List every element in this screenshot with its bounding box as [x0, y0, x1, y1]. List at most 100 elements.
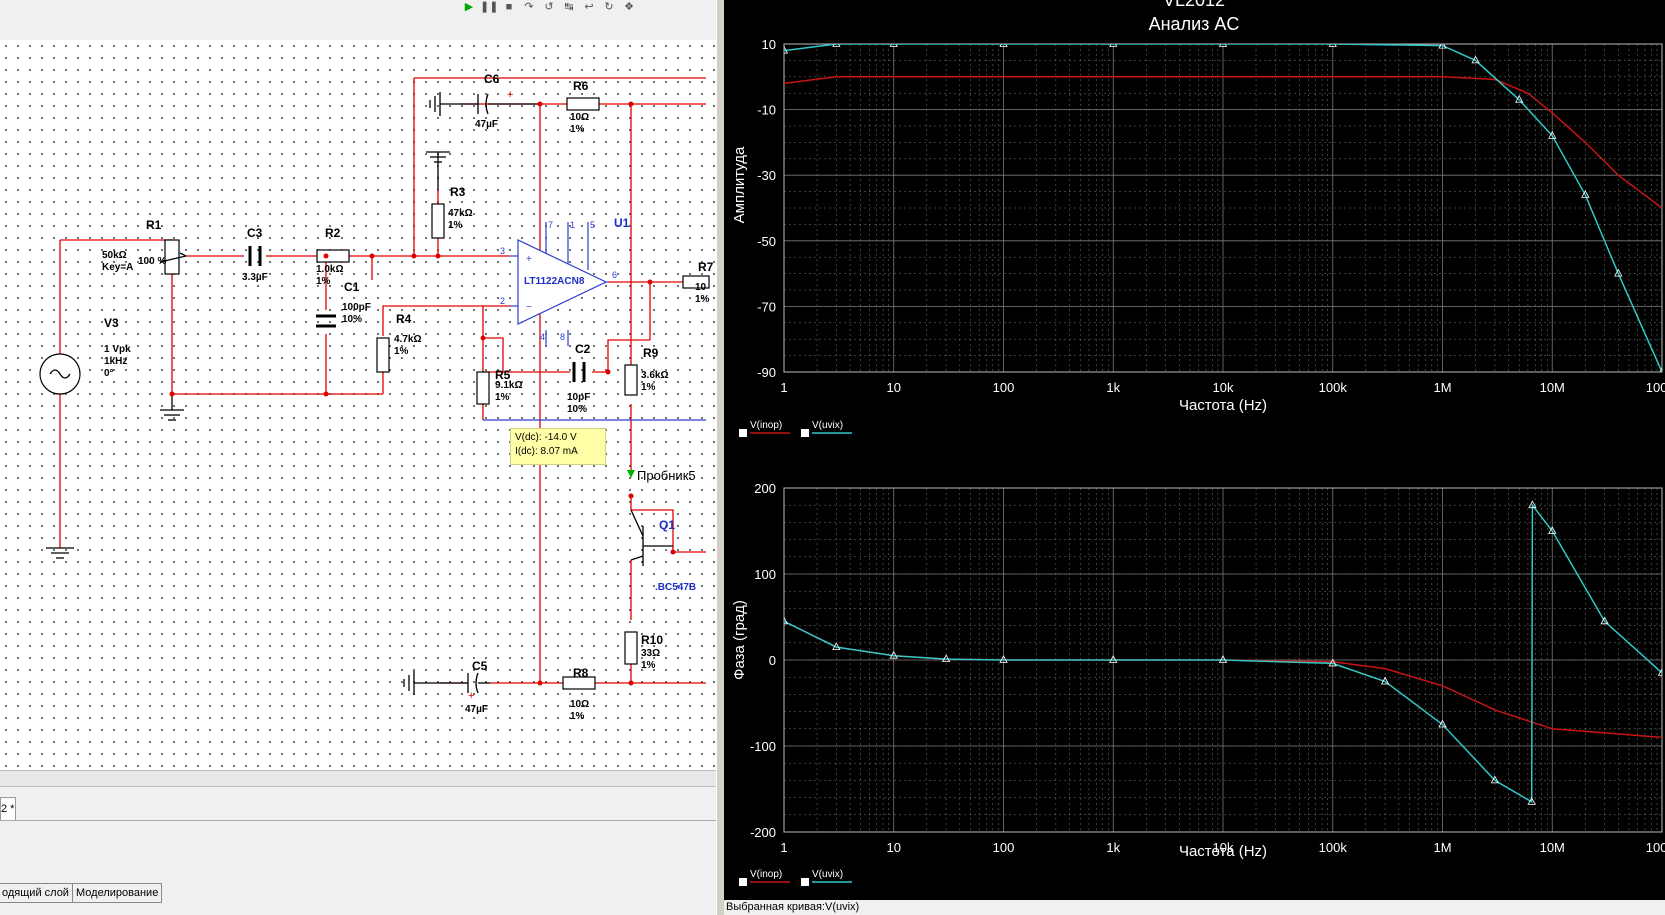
- x-tick-label: 100k: [1319, 840, 1348, 855]
- x-tick-label: 100M: [1646, 840, 1665, 855]
- x-tick-label: 10M: [1540, 380, 1565, 395]
- r6-ref: R6: [573, 79, 589, 93]
- u1-ref: U1: [614, 216, 630, 230]
- series-line-uvix[interactable]: [784, 503, 1662, 804]
- uvix-marker: [784, 45, 789, 54]
- x-tick-label: 10M: [1540, 840, 1565, 855]
- uvix-marker: [941, 654, 951, 663]
- legend-checkbox-uvix[interactable]: [801, 429, 809, 437]
- r2-tol: 1%: [316, 276, 331, 287]
- probe-label[interactable]: Пробник5: [637, 468, 696, 483]
- c3-value: 3.3µF: [242, 272, 268, 283]
- r4-ref: R4: [396, 312, 412, 326]
- c5-ref: C5: [472, 659, 488, 673]
- pin-8: 8: [560, 332, 566, 342]
- uvix-marker: [1548, 130, 1557, 139]
- step-out-icon[interactable]: ↩: [584, 1, 594, 13]
- r2-value: 1.0kΩ: [316, 264, 344, 275]
- r4-value: 4.7kΩ: [394, 334, 422, 345]
- reset-icon[interactable]: ↻: [604, 1, 614, 13]
- x-tick-label: 10: [887, 380, 901, 395]
- c6-value: 47µF: [475, 119, 498, 130]
- y-tick-label: -90: [757, 365, 776, 380]
- x-tick-label: 1k: [1106, 380, 1120, 395]
- uvix-marker: [1659, 367, 1662, 372]
- probe-readout: V(dc): -14.0 V I(dc): 8.07 mA: [510, 428, 606, 465]
- legend2-checkbox-uvix[interactable]: [801, 878, 809, 886]
- r1-value: 50kΩ: [102, 250, 127, 261]
- r6-tol: 1%: [570, 124, 585, 135]
- c1-value: 100pF: [342, 302, 371, 313]
- uvix-marker: [1218, 655, 1228, 663]
- uvix-marker: [1109, 655, 1118, 663]
- stop-icon[interactable]: ■: [505, 1, 513, 13]
- uvix-marker: [1490, 775, 1500, 784]
- x-tick-label: 100: [993, 380, 1015, 395]
- legend-checkbox-inop[interactable]: [739, 429, 747, 437]
- r8-value: 10Ω: [570, 699, 590, 710]
- schematic-window: ▶ ❚❚ ■ ↷ ↺ ↹ ↩ ↻ ❖: [0, 0, 716, 915]
- y-tick-label: -50: [757, 234, 776, 249]
- r3-ref: R3: [450, 185, 466, 199]
- r5-tol: 1%: [495, 392, 510, 403]
- c1-tol: 10%: [342, 314, 363, 325]
- pin-4: 4: [540, 332, 546, 342]
- x-axis-title: Частота (Hz): [1179, 843, 1267, 860]
- r4-tol: 1%: [394, 346, 409, 357]
- y-tick-label: -200: [750, 825, 776, 840]
- probe-vdc: V(dc): -14.0 V: [515, 432, 577, 443]
- r6-value: 10Ω: [570, 112, 590, 123]
- q1-value: .BC547B: [655, 582, 697, 593]
- tab-layer[interactable]: одящий слой: [0, 883, 73, 903]
- pin-1: 1: [570, 220, 576, 230]
- r7-ref: R7: [698, 260, 714, 274]
- pause-icon[interactable]: ❚❚: [480, 1, 499, 13]
- series-line-uvix[interactable]: [784, 44, 1662, 372]
- u1-value: LT1122ACN8: [524, 276, 585, 287]
- r5-value: 9.1kΩ: [495, 380, 523, 391]
- uvix-marker: [1515, 94, 1524, 103]
- document-tabs: 2 *: [0, 786, 716, 821]
- legend2-checkbox-inop[interactable]: [739, 878, 747, 886]
- r9-value: 3.6kΩ: [641, 370, 669, 381]
- horizontal-scrollbar[interactable]: [0, 770, 716, 787]
- simulation-toolbar: ▶ ❚❚ ■ ↷ ↺ ↹ ↩ ↻ ❖: [0, 0, 716, 41]
- schematic-canvas[interactable]: + + + − C6 47µF R6 10Ω 1% R3 47kΩ 1% R1 …: [0, 40, 716, 770]
- uvix-marker: [889, 44, 898, 47]
- uvix-marker: [784, 616, 789, 625]
- series-line-inop[interactable]: [784, 76, 1662, 209]
- v3-freq: 1kHz: [104, 356, 128, 367]
- probe-tool-icon[interactable]: ❖: [624, 1, 634, 13]
- r9-ref: R9: [643, 346, 659, 360]
- r1-percent: 100 %: [138, 256, 167, 267]
- step-into-icon[interactable]: ↹: [564, 1, 574, 13]
- y-tick-label: 0: [769, 653, 776, 668]
- legend2-inop-label: V(inop): [750, 869, 782, 880]
- legend-inop-label: V(inop): [750, 420, 782, 431]
- step-icon[interactable]: ↷: [524, 1, 534, 13]
- y-tick-label: -10: [757, 103, 776, 118]
- uvix-marker: [832, 44, 841, 47]
- document-tab[interactable]: 2 *: [0, 797, 16, 821]
- schematic-wires: + + + −: [39, 77, 710, 702]
- spreadsheet-panel: одящий слой Моделирование: [0, 820, 716, 915]
- uvix-marker: [1328, 658, 1337, 667]
- pin-2: 2: [500, 296, 506, 306]
- x-tick-label: 1M: [1433, 840, 1451, 855]
- uvix-marker: [1471, 55, 1480, 64]
- x-tick-label: 100M: [1646, 380, 1665, 395]
- tab-simulation[interactable]: Моделирование: [72, 883, 163, 903]
- run-icon[interactable]: ▶: [464, 1, 474, 13]
- r7-tol: 1%: [695, 294, 710, 305]
- y-axis-title: Амплитуда: [731, 146, 748, 223]
- pin-6: 6: [612, 270, 618, 280]
- uvix-marker: [1438, 719, 1447, 728]
- step-over-icon[interactable]: ↺: [544, 1, 554, 13]
- y-axis-title: Фаза (град): [731, 600, 748, 680]
- x-tick-label: 10k: [1213, 840, 1234, 855]
- x-tick-label: 100: [993, 840, 1015, 855]
- uvix-marker: [832, 642, 841, 650]
- c3-ref: C3: [247, 226, 263, 240]
